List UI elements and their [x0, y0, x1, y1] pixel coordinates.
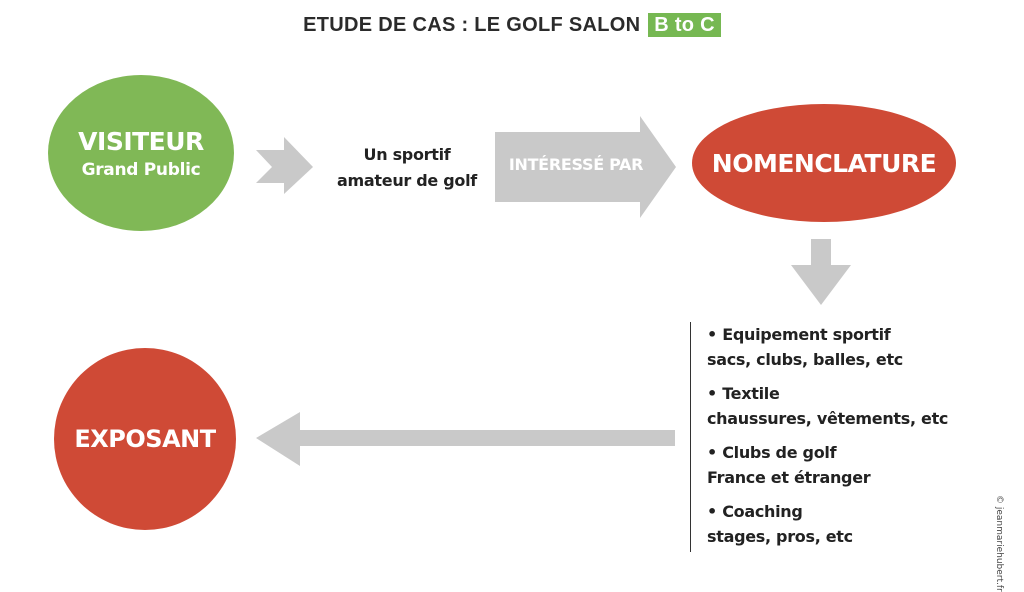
list-item: • Textile chaussures, vêtements, etc [707, 381, 948, 431]
credit-text: © jeanmariehubert.fr [994, 495, 1004, 592]
diagram-title: ETUDE DE CAS : LE GOLF SALON B to C [0, 13, 1024, 37]
nomenclature-list: • Equipement sportif sacs, clubs, balles… [690, 322, 948, 552]
list-item-sub: France et étranger [707, 468, 871, 487]
sportif-text: Un sportif amateur de golf [322, 142, 492, 194]
list-item: • Coaching stages, pros, etc [707, 499, 948, 549]
nomenclature-ellipse: NOMENCLATURE [692, 104, 956, 222]
big-arrow-right-icon [495, 116, 676, 218]
chevron-right-icon [256, 137, 313, 194]
list-item-head: • Equipement sportif [707, 325, 891, 344]
list-item: • Clubs de golf France et étranger [707, 440, 948, 490]
list-item-head: • Textile [707, 384, 780, 403]
exposant-circle: EXPOSANT [54, 348, 236, 530]
list-item-head: • Coaching [707, 502, 803, 521]
list-item-sub: sacs, clubs, balles, etc [707, 350, 903, 369]
list-item-head: • Clubs de golf [707, 443, 837, 462]
list-item-sub: chaussures, vêtements, etc [707, 409, 949, 428]
long-arrow-left-icon [256, 412, 675, 466]
list-item-sub: stages, pros, etc [707, 527, 853, 546]
title-tag: B to C [648, 13, 721, 37]
sportif-line1: Un sportif [363, 145, 451, 164]
exposant-label: EXPOSANT [74, 425, 216, 453]
nomenclature-label: NOMENCLATURE [711, 148, 937, 178]
down-arrow-icon [791, 239, 851, 305]
title-text: ETUDE DE CAS : LE GOLF SALON [303, 14, 641, 36]
visiteur-sublabel: Grand Public [81, 159, 201, 180]
list-item: • Equipement sportif sacs, clubs, balles… [707, 322, 948, 372]
interesse-label: INTÉRESSÉ PAR [508, 155, 644, 174]
visiteur-label: VISITEUR [78, 126, 204, 156]
sportif-line2: amateur de golf [337, 171, 477, 190]
visiteur-circle: VISITEUR Grand Public [48, 75, 234, 231]
